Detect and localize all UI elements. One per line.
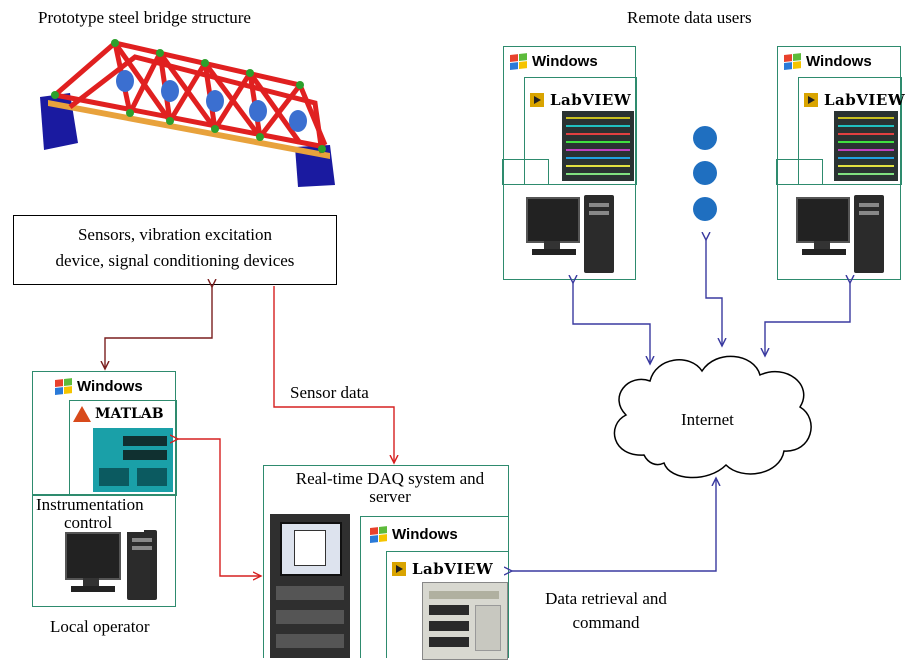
matlab-screen	[93, 428, 173, 492]
windows-label: Windows	[532, 53, 598, 70]
bridge-title: Prototype steel bridge structure	[38, 8, 251, 27]
computer-monitor-icon	[796, 197, 856, 257]
arrow-remote-middle	[706, 240, 722, 346]
labview-logo: LabVIEW	[804, 91, 905, 109]
bridge-joints	[51, 39, 326, 153]
instrumentation-line1: Instrumentation	[36, 495, 144, 514]
data-retrieval-label: Data retrieval and command	[531, 587, 681, 635]
computer-monitor-icon	[526, 197, 586, 257]
windows-logo: Windows	[510, 52, 598, 70]
labview-label: LabVIEW	[412, 560, 494, 578]
local-operator-label: Local operator	[50, 617, 150, 636]
arrow-local-daq	[178, 439, 261, 576]
sensors-box-line1: Sensors, vibration excitation	[77, 225, 273, 244]
labview-subpanel	[798, 77, 902, 185]
matlab-logo: MATLAB	[73, 406, 164, 422]
windows-logo: Windows	[55, 377, 143, 395]
remote-user-panel-right: Windows LabVIEW	[776, 46, 905, 280]
labview-screen	[834, 111, 898, 181]
labview-screen	[562, 111, 634, 181]
daq-windows-subpanel	[360, 516, 509, 658]
ellipsis-dot-2	[693, 161, 717, 185]
matlab-membrane-icon	[73, 406, 91, 422]
arrow-remote-right	[765, 283, 850, 356]
windows-label: Windows	[806, 53, 872, 70]
labview-logo: LabVIEW	[530, 91, 631, 109]
ellipsis-dot-3	[693, 197, 717, 221]
bridge-shakers	[116, 70, 307, 132]
internet-label: Internet	[681, 410, 734, 429]
labview-play-icon	[530, 93, 544, 107]
remote-user-panel-left: Windows LabVIEW	[502, 46, 637, 280]
arrow-remote-left	[573, 283, 650, 364]
computer-tower-icon	[584, 195, 614, 273]
computer-monitor-icon	[65, 532, 129, 592]
remote-users-title: Remote data users	[627, 8, 752, 27]
arrow-daq-internet	[512, 478, 716, 571]
labview-play-icon	[392, 562, 406, 576]
daq-labview-subpanel	[386, 551, 509, 658]
arrow-sensors-local	[105, 287, 212, 369]
nested-window-frame	[776, 159, 823, 185]
bridge-deck	[48, 100, 330, 159]
daq-rack-icon	[270, 514, 350, 658]
labview-label: LabVIEW	[824, 91, 906, 109]
instrumentation-line2: control	[36, 514, 144, 532]
labview-play-icon	[804, 93, 818, 107]
labview-subpanel	[524, 77, 637, 185]
matlab-label: MATLAB	[95, 406, 164, 422]
computer-tower-icon	[854, 195, 884, 273]
labview-screen	[422, 582, 508, 660]
panel-divider	[32, 494, 176, 496]
data-retrieval-line1: Data retrieval and	[545, 589, 667, 608]
sensors-box-line2: device, signal conditioning devices	[55, 251, 295, 270]
windows-logo: Windows	[784, 52, 872, 70]
sensor-data-label: Sensor data	[290, 383, 369, 402]
windows-logo: Windows	[370, 525, 458, 543]
computer-tower-icon	[127, 530, 157, 600]
steel-bridge-illustration	[40, 39, 335, 187]
daq-label: Real-time DAQ system and server	[270, 470, 510, 506]
windows-label: Windows	[77, 378, 143, 395]
arrow-sensor-data	[273, 286, 394, 463]
sensors-box: Sensors, vibration excitation device, si…	[13, 215, 337, 285]
ellipsis-dot-1	[693, 126, 717, 150]
instrumentation-control-label: Instrumentation control	[36, 496, 144, 532]
daq-label-line1: Real-time DAQ system and	[295, 469, 485, 488]
data-retrieval-line2: command	[572, 613, 640, 632]
labview-label: LabVIEW	[550, 91, 632, 109]
labview-logo: LabVIEW	[392, 560, 493, 578]
local-operator-panel: Windows MATLAB	[32, 371, 177, 607]
nested-window-frame	[502, 159, 549, 185]
windows-label: Windows	[392, 526, 458, 543]
daq-label-line2: server	[369, 487, 411, 506]
